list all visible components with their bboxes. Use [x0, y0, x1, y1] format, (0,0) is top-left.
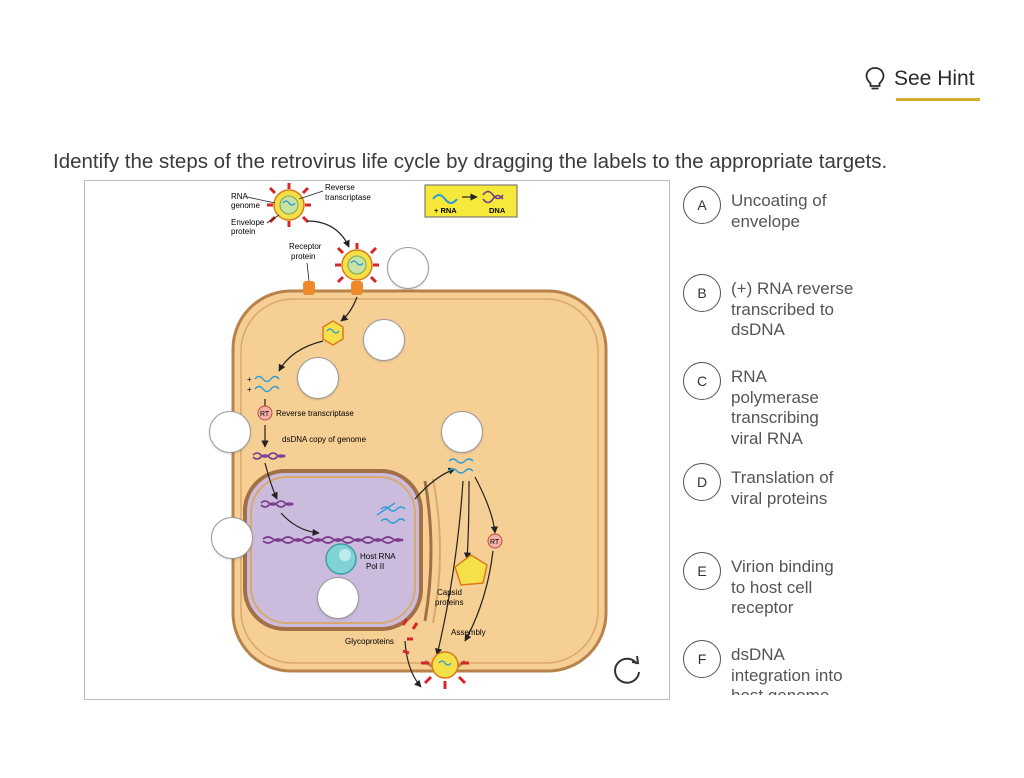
receptor-protein — [303, 281, 315, 295]
label-letter: D — [683, 463, 721, 501]
label-text: dsDNA integration into host genome — [731, 645, 843, 695]
drop-target-4[interactable] — [209, 411, 251, 453]
drop-target-5[interactable] — [441, 411, 483, 453]
rna-genome-label: RNA — [231, 192, 249, 201]
legend-box — [424, 184, 518, 218]
question-prompt: Identify the steps of the retrovirus lif… — [53, 150, 888, 173]
label-f[interactable]: F dsDNA integration into host genome — [683, 640, 859, 695]
svg-text:protein: protein — [231, 227, 255, 236]
label-letter: A — [683, 186, 721, 224]
svg-text:transcriptase: transcriptase — [325, 193, 371, 202]
drop-target-7[interactable] — [317, 577, 359, 619]
see-hint-label: See Hint — [894, 67, 975, 90]
label-c[interactable]: C RNA polymerase transcribing viral RNA — [683, 362, 841, 449]
dsdna-label: dsDNA copy of genome — [282, 435, 367, 444]
label-bank: A Uncoating of envelope B (+) RNA revers… — [683, 182, 983, 695]
label-e[interactable]: E Virion binding to host cell receptor — [683, 552, 849, 619]
host-rna-pol — [325, 543, 357, 575]
lightbulb-icon — [865, 67, 885, 90]
legend-dna-label: DNA — [489, 206, 506, 215]
label-letter: E — [683, 552, 721, 590]
host-rna-label: Host RNA — [360, 552, 396, 561]
label-letter: C — [683, 362, 721, 400]
see-hint-button[interactable]: See Hint — [864, 66, 975, 92]
svg-text:proteins: proteins — [435, 598, 463, 607]
label-text: (+) RNA reverse transcribed to dsDNA — [731, 279, 854, 339]
reverse-transcriptase-label: Reverse — [325, 183, 355, 192]
plus-strand-label: + — [247, 375, 252, 384]
assembly-label: Assembly — [451, 628, 486, 637]
drop-target-2[interactable] — [363, 319, 405, 361]
label-b[interactable]: B (+) RNA reverse transcribed to dsDNA — [683, 274, 871, 341]
glycoproteins-label: Glycoproteins — [345, 637, 394, 646]
drop-target-1[interactable] — [387, 247, 429, 289]
envelope-label: Envelope — [231, 218, 265, 227]
label-text: RNA polymerase transcribing viral RNA — [731, 367, 819, 448]
svg-text:Pol II: Pol II — [366, 562, 384, 571]
svg-text:protein: protein — [291, 252, 315, 261]
label-letter: F — [683, 640, 721, 678]
plus-strand-label-2: + — [247, 385, 252, 394]
label-d[interactable]: D Translation of viral proteins — [683, 463, 849, 509]
retrovirus-diagram: + RNA DNA — [231, 183, 608, 689]
drop-target-3[interactable] — [297, 357, 339, 399]
label-text: Uncoating of envelope — [731, 191, 827, 231]
rt-label: Reverse transcriptase — [276, 409, 354, 418]
label-text: Translation of viral proteins — [731, 468, 834, 508]
drop-target-6[interactable] — [211, 517, 253, 559]
capsid-label: Capsid — [437, 588, 462, 597]
svg-text:RT: RT — [260, 411, 270, 418]
label-letter: B — [683, 274, 721, 312]
legend-rna-label: + RNA — [434, 206, 457, 215]
label-a[interactable]: A Uncoating of envelope — [683, 186, 871, 232]
capsid-protein — [454, 554, 488, 586]
hint-underline — [896, 98, 980, 101]
reset-icon[interactable] — [610, 652, 644, 686]
label-text: Virion binding to host cell receptor — [731, 557, 834, 617]
receptor-label: Receptor — [289, 242, 322, 251]
rt-badge — [257, 405, 273, 421]
budding-virion — [421, 651, 469, 689]
svg-text:genome: genome — [231, 201, 260, 210]
virion-particle — [267, 183, 311, 227]
diagram-canvas: + RNA DNA — [84, 180, 670, 700]
svg-text:RT: RT — [490, 539, 500, 546]
